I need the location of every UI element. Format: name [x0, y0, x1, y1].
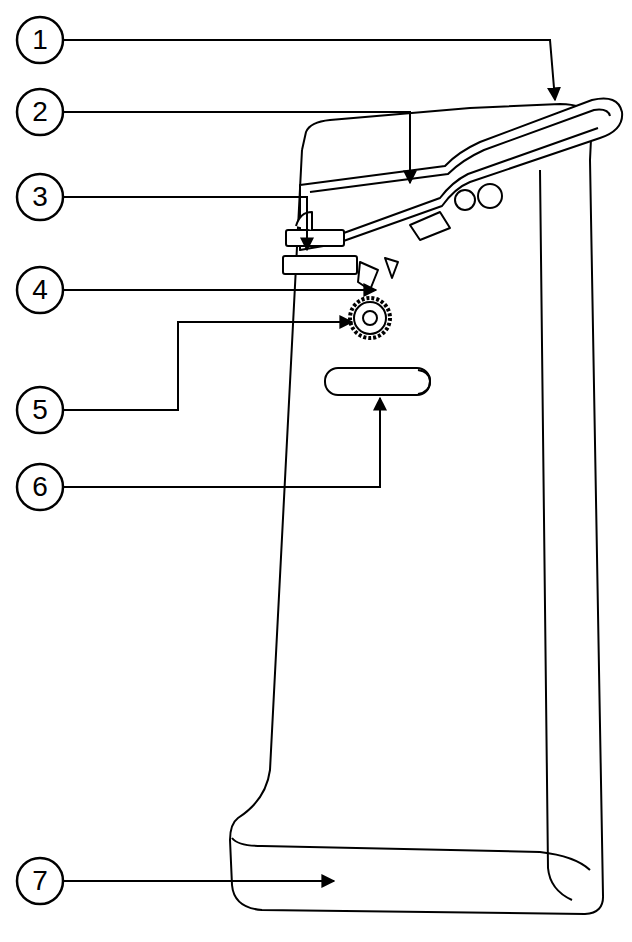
leader-lines: [63, 40, 555, 881]
switch-edge: [418, 370, 430, 394]
callout-circles: [17, 17, 63, 904]
callout-number: 4: [18, 268, 62, 312]
callout-number: 1: [18, 18, 62, 62]
callout-number: 2: [18, 90, 62, 134]
cutting-wheel: [350, 298, 390, 338]
blade-assembly: [283, 212, 398, 290]
callout-number: 3: [18, 175, 62, 219]
housing: [230, 104, 603, 914]
lever-handle: [300, 99, 622, 251]
callout-number: 5: [18, 388, 62, 432]
switch: [325, 368, 430, 395]
callout-number: 6: [18, 465, 62, 509]
callout-number: 7: [18, 859, 62, 903]
